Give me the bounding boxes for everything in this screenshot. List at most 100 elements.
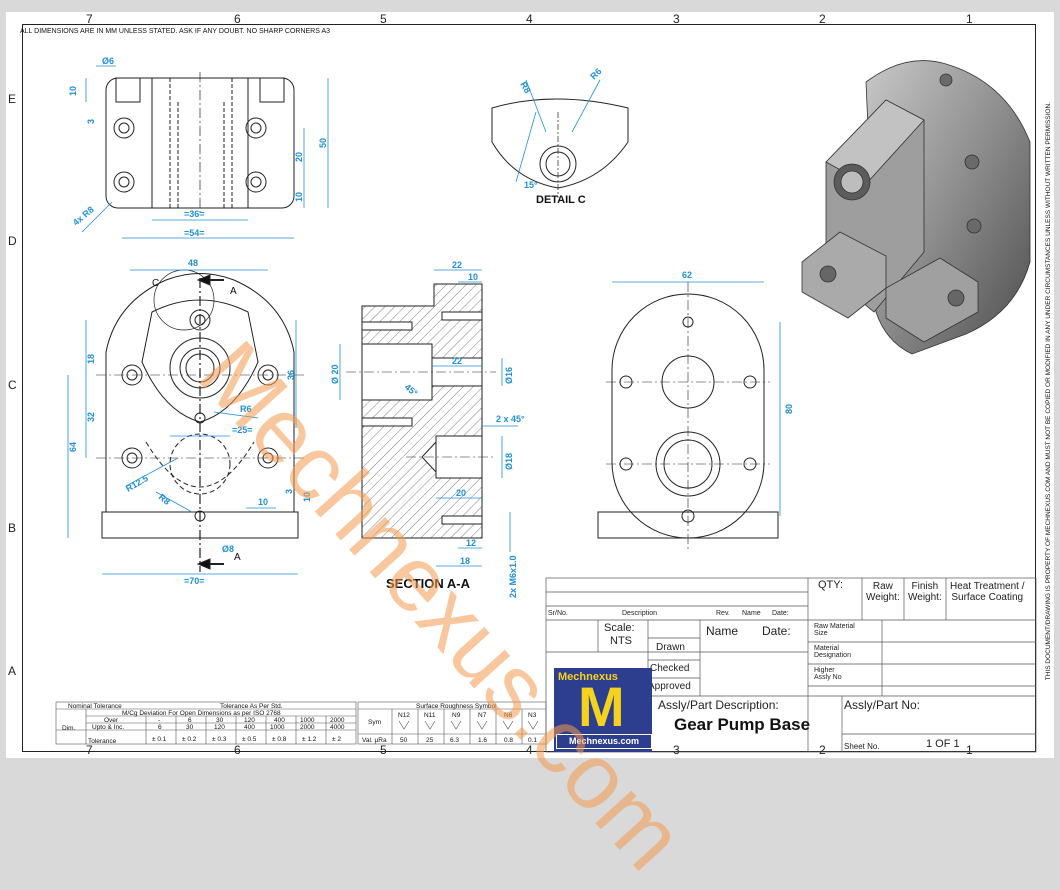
dim-front-70: =70= xyxy=(184,576,205,586)
tol-upto-2: 30 xyxy=(186,724,194,731)
rough-sym-3: N9 xyxy=(452,712,461,719)
finish-weight-label: Finish Weight: xyxy=(908,581,942,603)
dim-top-36: =36= xyxy=(184,209,205,219)
higher-assly-label: Higher Assly No xyxy=(814,667,842,681)
zone-bottom-1: 1 xyxy=(966,743,973,757)
tol-val-2: ± 0.2 xyxy=(182,736,197,743)
dim-sec-20: 20 xyxy=(456,488,466,498)
date-header-label: Date: xyxy=(772,610,789,617)
dim-sec-d16: Ø16 xyxy=(504,367,514,384)
rough-val-5: 0.8 xyxy=(504,737,513,744)
zone-top-6: 6 xyxy=(234,12,241,26)
tol-title: Nominal Tolerance xyxy=(68,703,122,710)
tol-over: Over xyxy=(104,717,119,724)
rough-sym-4: N7 xyxy=(478,712,487,719)
zone-left-e: E xyxy=(8,92,17,106)
zone-bottom-6: 6 xyxy=(234,743,241,757)
sheet-no-value: 1 OF 1 xyxy=(926,738,960,750)
isometric-view xyxy=(801,60,1031,355)
checked-label: Checked xyxy=(650,663,690,674)
dim-sec-22b: 22 xyxy=(452,356,462,366)
material-designation-label: Material Designation xyxy=(814,645,851,659)
approved-label: Approved xyxy=(648,681,691,692)
rough-val: Val. μRa xyxy=(362,737,387,744)
dim-front-64: 64 xyxy=(68,442,78,452)
logo-top-text: Mechnexus xyxy=(558,671,618,683)
tol-val-6: ± 1.2 xyxy=(302,736,317,743)
dim-sec-18: 18 xyxy=(460,556,470,566)
dim-detail-15: 15° xyxy=(524,180,538,190)
dim-front-32: 32 xyxy=(86,412,96,422)
zone-bottom-5: 5 xyxy=(380,743,387,757)
dim-sec-2x45: 2 x 45° xyxy=(496,414,525,424)
heat-treatment-label: Heat Treatment / Surface Coating xyxy=(950,581,1025,603)
tol-upto-5: 1000 xyxy=(270,724,285,731)
label-c: C xyxy=(152,278,159,289)
name-header-label: Name xyxy=(742,610,761,617)
zone-top-4: 4 xyxy=(526,12,533,26)
date-label: Date: xyxy=(762,624,791,638)
dim-top-r8: 4x R8 xyxy=(71,204,96,227)
label-a-bottom: A xyxy=(234,552,241,563)
rough-sym: Sym xyxy=(368,719,381,726)
raw-weight-label: Raw Weight: xyxy=(866,581,900,603)
zone-top-3: 3 xyxy=(673,12,680,26)
dim-front-10b: 10 xyxy=(302,492,312,502)
dim-sec-10: 10 xyxy=(468,272,478,282)
description-label: Description xyxy=(622,610,658,617)
dim-right-80: 80 xyxy=(784,404,794,414)
srno-label: Sr/No. xyxy=(548,610,568,617)
zone-left-d: D xyxy=(8,234,17,248)
dim-top-10: 10 xyxy=(68,86,78,96)
tol-val-3: ± 0.3 xyxy=(212,736,227,743)
dim-front-r125: R12.5 xyxy=(124,473,150,494)
drawing-sheet: 7 6 5 4 3 2 1 7 6 5 4 3 2 1 E D C B A AL… xyxy=(6,12,1054,889)
dim-top-20: 20 xyxy=(294,152,304,162)
tol-over-6: 1000 xyxy=(300,717,315,724)
scale-value: NTS xyxy=(610,635,632,647)
rough-sym-2: N11 xyxy=(424,712,436,719)
rough-val-1: 50 xyxy=(400,737,408,744)
detail-c-label: DETAIL C xyxy=(536,194,586,206)
zone-top-5: 5 xyxy=(380,12,387,26)
zone-bottom-4: 4 xyxy=(526,743,533,757)
tol-val-1: ± 0.1 xyxy=(152,736,167,743)
right-view xyxy=(597,282,779,552)
dim-front-18: 18 xyxy=(86,354,96,364)
title-block-grid xyxy=(545,577,1037,753)
dim-top-3: 3 xyxy=(86,119,96,124)
dim-sec-12: 12 xyxy=(466,538,476,548)
tol-over-5: 400 xyxy=(274,717,285,724)
name-label: Name xyxy=(706,624,739,638)
drawing-views: Ø6 10 3 50 20 10 =36= =54= 4x R8 R8 R6 1… xyxy=(55,56,1037,753)
tol-val-5: ± 0.8 xyxy=(272,736,287,743)
dim-sec-m6: 2x M6x1.0 xyxy=(508,555,518,598)
tol-over-4: 120 xyxy=(244,717,255,724)
zone-left-b: B xyxy=(8,521,17,535)
logo-m-letter: M xyxy=(578,675,625,738)
general-note: ALL DIMENSIONS ARE IN MM UNLESS STATED. … xyxy=(20,28,331,35)
dim-top-d6: Ø6 xyxy=(102,56,114,66)
dim-right-62: 62 xyxy=(682,270,692,280)
dim-top-50: 50 xyxy=(318,138,328,148)
dim-top-10b: 10 xyxy=(294,192,304,202)
qty-label: QTY: xyxy=(818,579,844,591)
tol-upto-6: 2000 xyxy=(300,724,315,731)
zone-bottom-2: 2 xyxy=(819,743,826,757)
logo-bottom-text: Mechnexus.com xyxy=(556,734,652,749)
dim-sec-d20: Ø 20 xyxy=(330,364,340,384)
tol-upto-7: 4000 xyxy=(330,724,345,731)
rough-title: Surface Roughness Symbol xyxy=(416,703,497,710)
rough-val-2: 25 xyxy=(426,737,434,744)
front-view xyxy=(96,269,304,572)
label-a-top: A xyxy=(230,286,237,297)
section-a-a-label: SECTION A-A xyxy=(386,576,471,591)
zone-top-1: 1 xyxy=(966,12,973,26)
drawing-frame xyxy=(22,24,1036,752)
rough-sym-1: N12 xyxy=(398,712,410,719)
scale-label: Scale: xyxy=(604,622,635,634)
tol-sub: M/Cg Deviation For Open Dimensions as pe… xyxy=(122,710,281,717)
dim-top-54: =54= xyxy=(184,228,205,238)
section-a-a-view xyxy=(346,283,496,539)
mechnexus-logo: Mechnexus M Mechnexus.com xyxy=(554,668,652,752)
